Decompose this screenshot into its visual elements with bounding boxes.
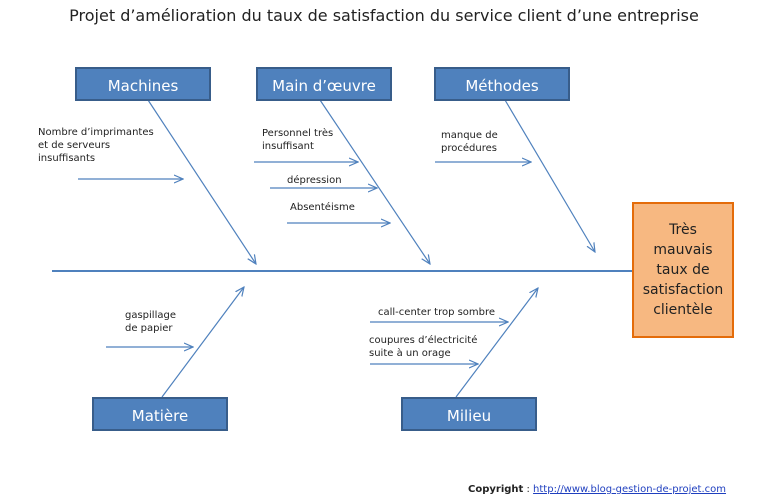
cause-label-main-oeuvre-2: dépression [287,175,342,186]
category-machines: Machines [75,67,211,101]
copyright-separator: : [523,484,534,495]
bone-matiere [161,287,244,398]
category-methodes: Méthodes [434,67,570,101]
category-main-oeuvre: Main d’œuvre [256,67,392,101]
bone-milieu [455,288,538,398]
copyright-link[interactable]: http://www.blog-gestion-de-projet.com [533,484,727,495]
cause-label-main-oeuvre-3: Absentéisme [290,202,355,213]
category-milieu: Milieu [401,397,537,431]
bone-main-oeuvre [319,99,430,264]
bone-machines [147,99,256,264]
cause-label-main-oeuvre-1: Personnel très insuffisant [262,128,334,152]
effect-text: Très mauvais taux de satisfaction client… [642,222,724,318]
category-matiere: Matière [92,397,228,431]
cause-label-methodes-1: manque de procédures [441,130,498,154]
cause-label-milieu-1: call-center trop sombre [378,307,496,318]
copyright-line: Copyright : http://www.blog-gestion-de-p… [468,484,726,495]
diagram-title: Projet d’amélioration du taux de satisfa… [69,6,699,25]
cause-label-milieu-2: coupures d’électricité suite à un orage [369,335,478,359]
cause-label-machines-1: Nombre d’imprimantes et de serveurs insu… [38,127,154,164]
bone-methodes [504,99,595,252]
effect-box: Très mauvais taux de satisfaction client… [632,202,734,338]
copyright-label: Copyright [468,484,524,495]
cause-label-matiere-1: gaspillage de papier [125,310,176,334]
